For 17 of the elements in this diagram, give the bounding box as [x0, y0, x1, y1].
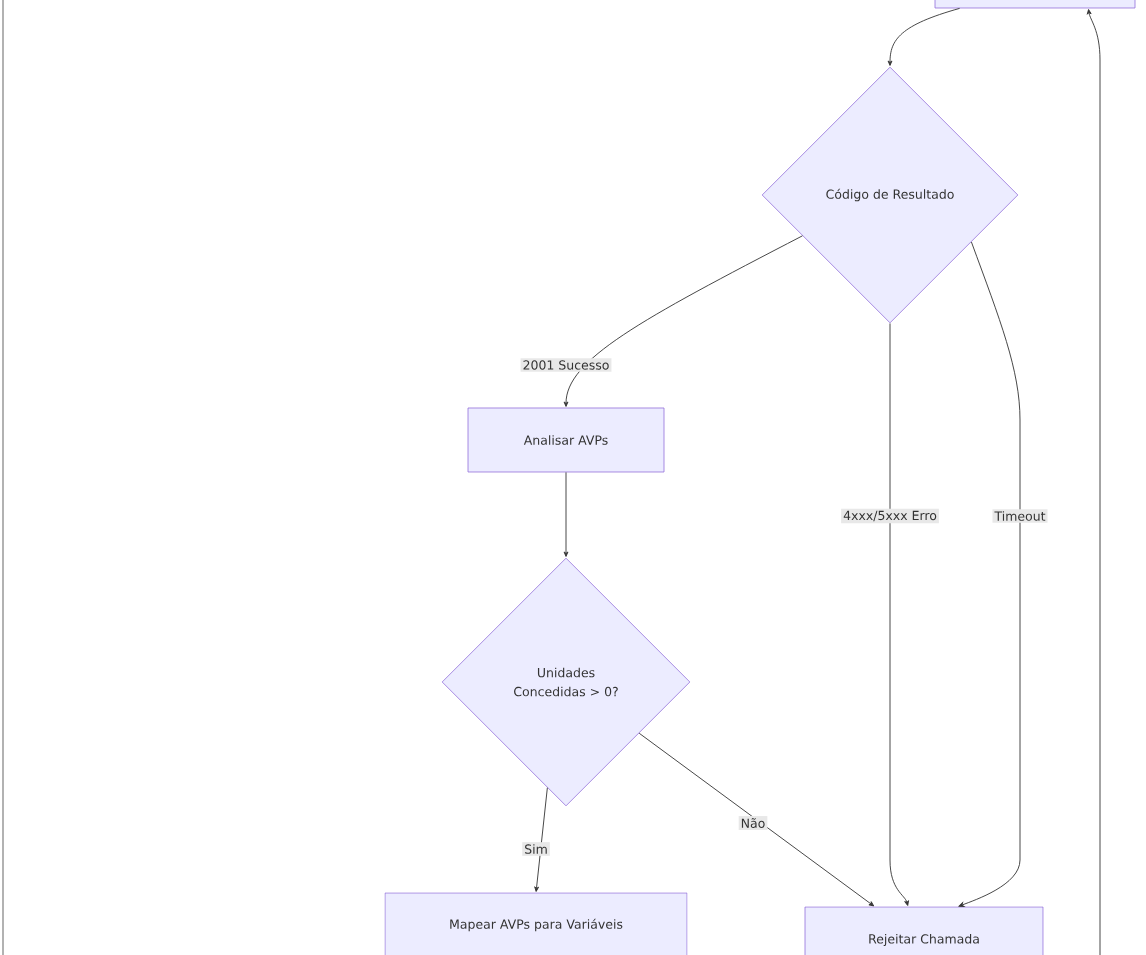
edge-label: Não	[738, 816, 768, 830]
process-box	[934, 0, 1136, 9]
arrow	[887, 7, 961, 66]
edge-label: 2001 Sucesso	[520, 358, 612, 372]
arrow	[958, 241, 1021, 907]
arrow	[1086, 9, 1101, 955]
arrow	[563, 471, 569, 557]
process-box: Mapear AVPs para Variáveis	[384, 892, 688, 955]
process-box: Analisar AVPs	[467, 407, 665, 473]
arrow	[563, 235, 803, 407]
process-box: Rejeitar Chamada	[804, 906, 1044, 955]
arrow	[638, 732, 875, 907]
edge-label: Sim	[522, 842, 550, 856]
arrow	[889, 322, 909, 906]
arrow	[534, 787, 548, 892]
edge-label: Timeout	[992, 509, 1048, 523]
edge-label: 4xxx/5xxx Erro	[841, 508, 939, 524]
